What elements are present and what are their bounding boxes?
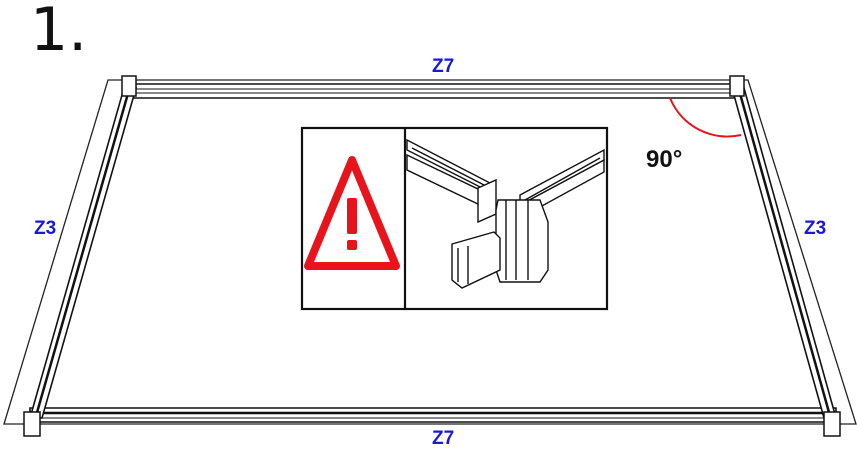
- corner-post-top-left: [121, 75, 137, 97]
- rail-top: [129, 83, 739, 99]
- warning-triangle-icon: [304, 156, 400, 270]
- label-top-rail: Z7: [432, 56, 455, 77]
- label-right-rail: Z3: [804, 218, 827, 239]
- angle-arc: [669, 97, 742, 138]
- label-left-rail: Z3: [34, 218, 57, 239]
- rail-joint-sketch: [406, 138, 605, 289]
- corner-post-bottom-left: [23, 411, 41, 437]
- corner-post-top-right: [729, 75, 745, 97]
- step-number: 1.: [30, 0, 88, 65]
- rail-bottom: [29, 407, 837, 423]
- angle-label: 90°: [646, 146, 683, 173]
- detail-inset: [300, 126, 609, 311]
- corner-post-bottom-right: [823, 411, 841, 437]
- label-bottom-rail: Z7: [432, 428, 455, 449]
